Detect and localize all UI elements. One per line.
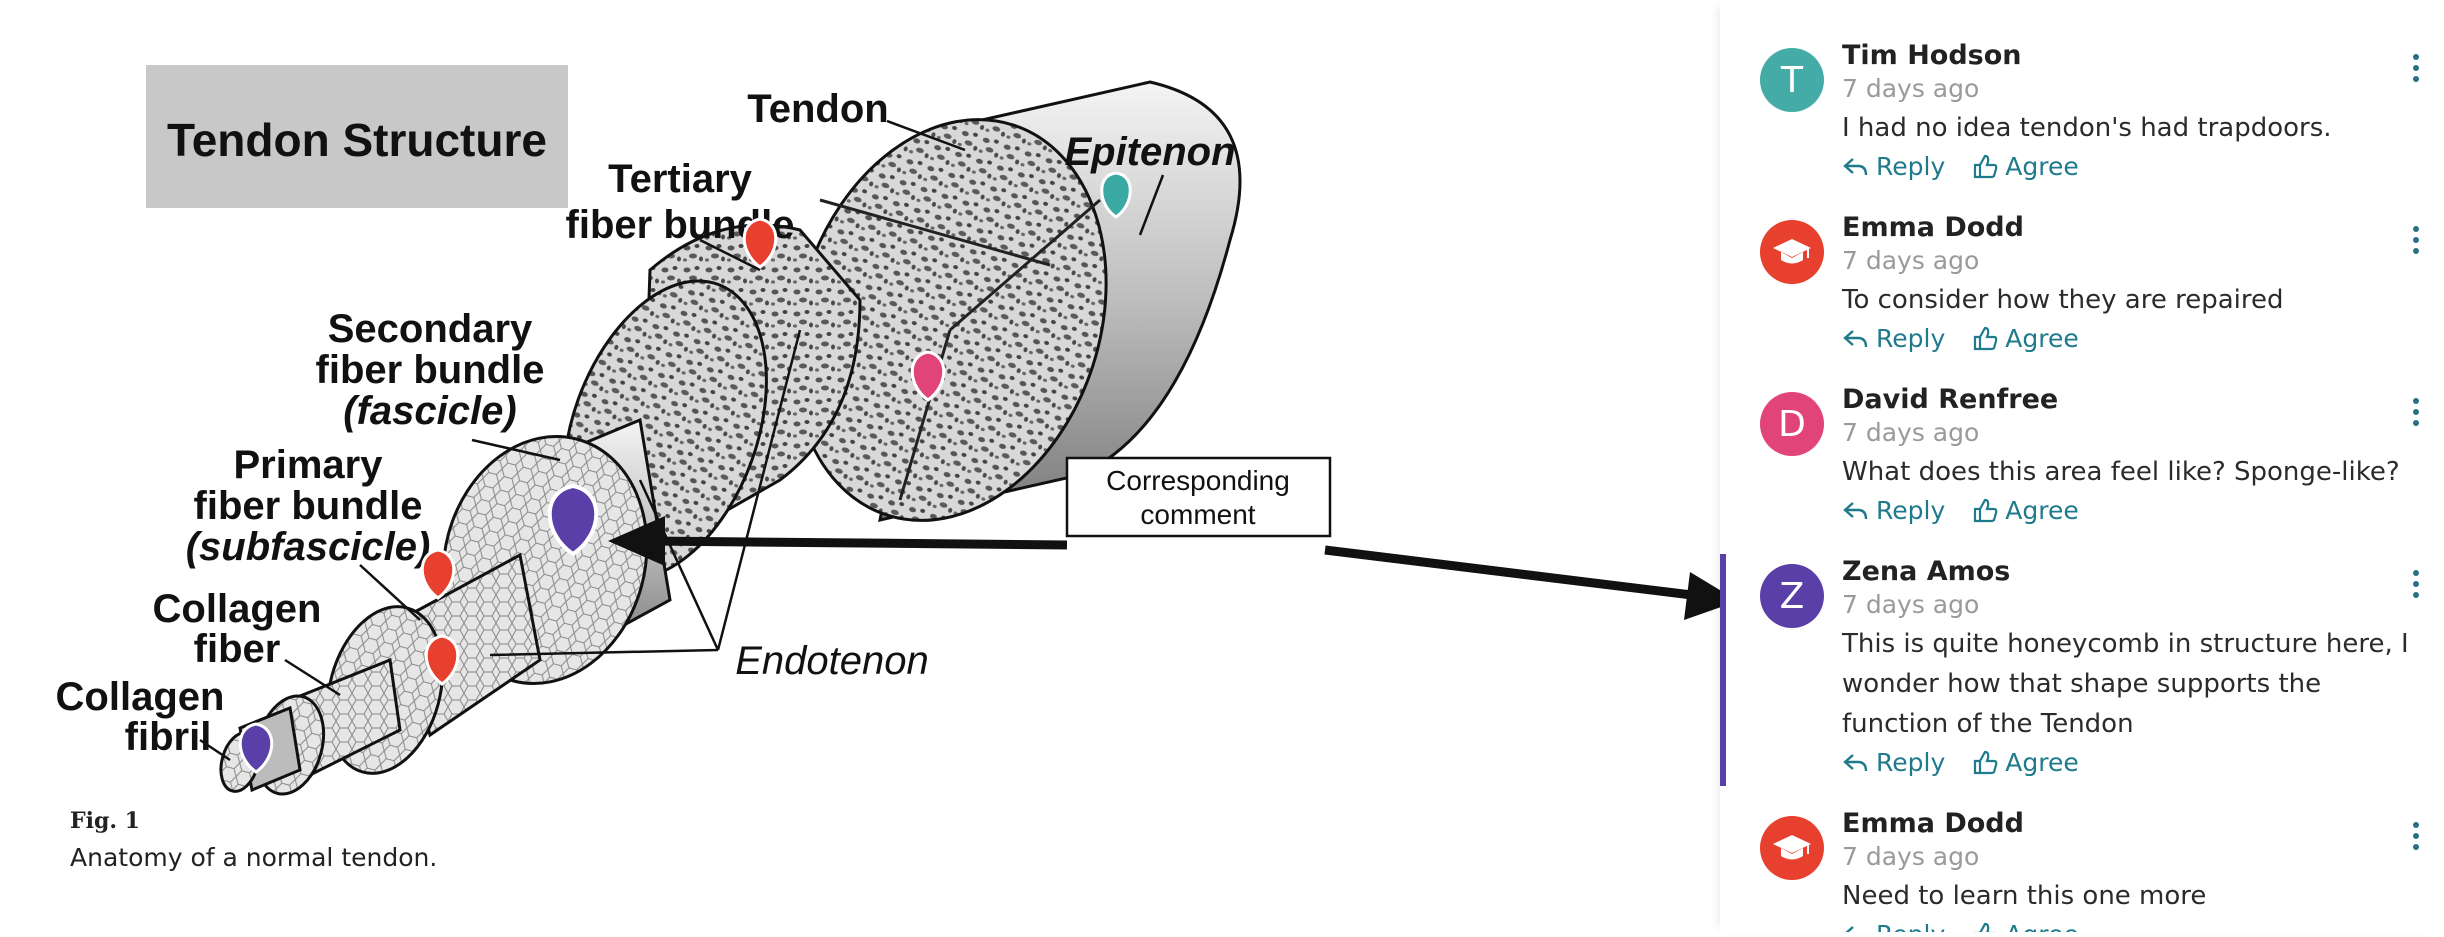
label-tendon: Tendon [747, 87, 888, 131]
label-endotenon: Endotenon [735, 639, 929, 683]
avatar[interactable]: Z [1760, 564, 1824, 628]
agree-button[interactable]: Agree [1971, 324, 2079, 353]
callout-line-1: Corresponding [1106, 465, 1290, 496]
comment-text: Need to learn this one more [1842, 881, 2207, 911]
comment-time: 7 days ago [1842, 842, 1980, 871]
label-tertiary-1: Tertiary [608, 157, 753, 201]
comment-text: To consider how they are repaired [1842, 285, 2284, 315]
label-primary-1: Primary [234, 443, 384, 487]
label-epitenon: Epitenon [1064, 130, 1235, 174]
comment-time: 7 days ago [1842, 246, 1980, 275]
reply-button[interactable]: Reply [1842, 920, 1945, 932]
comment-author[interactable]: Emma Dodd [1842, 808, 2024, 839]
more-options-icon[interactable] [2410, 54, 2422, 86]
reply-icon [1844, 925, 1854, 932]
agree-button[interactable]: Agree [1971, 920, 2079, 932]
tendon-diagram: Tendon Structure Tendon Epitenon Tertiar… [56, 65, 1738, 872]
label-secondary-2: fiber bundle [316, 348, 545, 392]
reply-icon [1843, 501, 1868, 519]
reply-button[interactable]: Reply [1842, 748, 1945, 777]
more-options-icon[interactable] [2410, 822, 2422, 854]
comment-time: 7 days ago [1842, 74, 1980, 103]
thumbs-up-icon [1974, 498, 1998, 522]
label-primary-2: fiber bundle [194, 484, 423, 528]
label-collagen-fiber-1: Collagen [153, 587, 322, 631]
comment-text: I had no idea tendon's had trapdoors. [1842, 113, 2332, 143]
thumbs-up-icon [1974, 750, 1998, 774]
more-options-icon[interactable] [2410, 570, 2422, 602]
pin-red-tertiary[interactable] [742, 217, 778, 269]
pin-pink[interactable] [910, 350, 946, 402]
comment-author[interactable]: Emma Dodd [1842, 212, 2024, 243]
callout-box [1065, 456, 1332, 538]
reply-button[interactable]: Reply [1842, 324, 1945, 353]
avatar[interactable]: T [1760, 48, 1824, 112]
pin-purple-selected[interactable] [547, 483, 599, 557]
arrow-to-pin [608, 516, 1068, 566]
thumbs-up-icon [1974, 326, 1998, 350]
comment-text: What does this area feel like? Sponge-li… [1842, 457, 2400, 487]
more-options-icon[interactable] [2410, 226, 2422, 258]
comments-panel: T Tim Hodson 7 days ago I had no idea te… [1720, 0, 2444, 932]
comment-author[interactable]: David Renfree [1842, 384, 2059, 415]
caption-text: Anatomy of a normal tendon. [70, 843, 437, 872]
pin-red-primary[interactable] [420, 548, 456, 600]
label-primary-3: (subfascicle) [186, 525, 431, 569]
comment-time: 7 days ago [1842, 418, 1980, 447]
tendon-figure: Tendon Structure Tendon Epitenon Tertiar… [55, 65, 1738, 872]
pin-teal[interactable] [1100, 171, 1132, 219]
comment-item: D David Renfree 7 days ago What does thi… [1720, 384, 2444, 544]
pin-purple-fibril[interactable] [238, 722, 274, 774]
label-secondary-3: (fascicle) [343, 389, 516, 433]
label-collagen-fiber-2: fiber [194, 627, 281, 671]
callout-line-2: comment [1140, 499, 1255, 530]
arrow-to-comment [1324, 545, 1738, 620]
pin-red-fiber[interactable] [424, 634, 460, 686]
comment-text: This is quite honeycomb in structure her… [1842, 629, 2409, 739]
avatar[interactable] [1760, 220, 1824, 284]
label-collagen-fibril-2: fibril [125, 715, 212, 759]
reply-button[interactable]: Reply [1842, 496, 1945, 525]
label-secondary-1: Secondary [328, 307, 533, 351]
thumbs-up-icon [1974, 154, 1998, 178]
title-box [146, 65, 568, 208]
graduation-cap-icon [1773, 239, 1811, 264]
thumbs-up-icon [1974, 922, 1997, 932]
comment-item: Emma Dodd 7 days ago To consider how the… [1720, 212, 2444, 372]
more-options-icon[interactable] [2410, 398, 2422, 430]
comment-author[interactable]: Zena Amos [1842, 556, 2011, 587]
reply-icon [1843, 753, 1868, 771]
caption-label: Fig. 1 [70, 808, 140, 834]
reply-icon [1843, 157, 1868, 175]
comment-time: 7 days ago [1842, 590, 1980, 619]
comment-author[interactable]: Tim Hodson [1842, 40, 2022, 71]
agree-button[interactable]: Agree [1971, 152, 2079, 181]
avatar[interactable] [1760, 816, 1824, 880]
agree-button[interactable]: Agree [1971, 496, 2079, 525]
reply-icon [1843, 329, 1868, 347]
comment-item: T Tim Hodson 7 days ago I had no idea te… [1720, 40, 2444, 200]
graduation-cap-icon [1773, 835, 1811, 860]
avatar[interactable]: D [1760, 392, 1824, 456]
figure-title: Tendon Structure [167, 114, 547, 166]
reply-button[interactable]: Reply [1842, 152, 1945, 181]
comment-item: Emma Dodd 7 days ago Need to learn this … [1720, 808, 2444, 932]
label-collagen-fibril-1: Collagen [56, 675, 225, 719]
agree-button[interactable]: Agree [1971, 748, 2079, 777]
comment-item-selected: Z Zena Amos 7 days ago This is quite hon… [1720, 554, 2444, 786]
